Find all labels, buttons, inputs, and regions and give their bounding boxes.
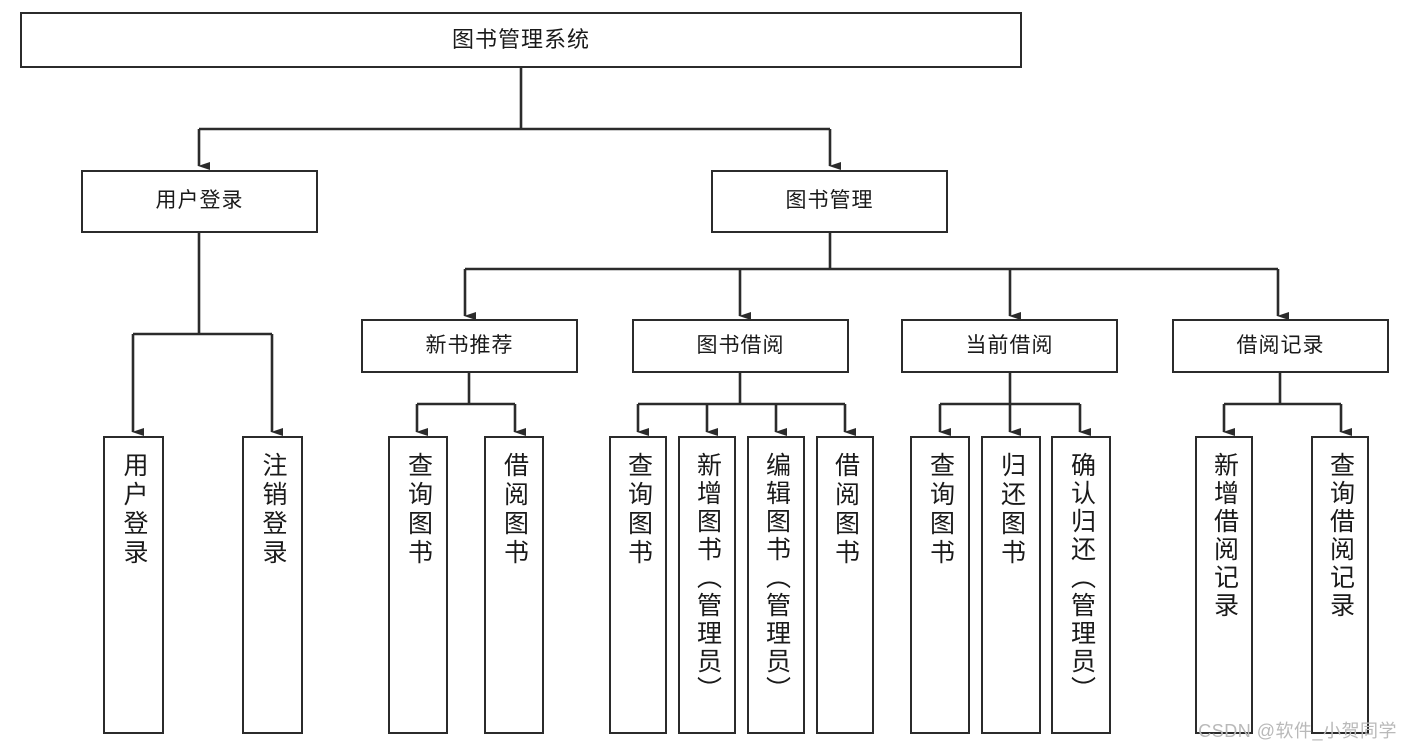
node-leaf-add-book-label: 新增图书（管理员） bbox=[693, 452, 722, 704]
node-leaf-query-record[interactable]: 查询借阅记录 bbox=[1311, 436, 1369, 734]
node-leaf-user-login[interactable]: 用户登录 bbox=[103, 436, 164, 734]
node-leaf-confirm-return-label: 确认归还（管理员） bbox=[1067, 452, 1096, 704]
node-leaf-return-book-label: 归还图书 bbox=[997, 452, 1026, 568]
node-book-borrow-label: 图书借阅 bbox=[696, 333, 785, 357]
node-leaf-query-record-label: 查询借阅记录 bbox=[1326, 452, 1355, 620]
node-leaf-add-book[interactable]: 新增图书（管理员） bbox=[678, 436, 736, 734]
node-book-manage-label: 图书管理 bbox=[785, 189, 874, 213]
node-leaf-add-record[interactable]: 新增借阅记录 bbox=[1195, 436, 1253, 734]
node-leaf-query-book-3[interactable]: 查询图书 bbox=[910, 436, 970, 734]
node-leaf-borrow-book-2[interactable]: 借阅图书 bbox=[816, 436, 874, 734]
node-new-book-recommend-label: 新书推荐 bbox=[425, 333, 514, 357]
node-root-label: 图书管理系统 bbox=[451, 27, 590, 53]
node-current-borrow[interactable]: 当前借阅 bbox=[901, 319, 1118, 373]
node-new-book-recommend[interactable]: 新书推荐 bbox=[361, 319, 578, 373]
node-borrow-record[interactable]: 借阅记录 bbox=[1172, 319, 1389, 373]
node-leaf-borrow-book-1-label: 借阅图书 bbox=[500, 452, 529, 568]
node-leaf-edit-book-label: 编辑图书（管理员） bbox=[762, 452, 791, 704]
node-leaf-query-book-2-label: 查询图书 bbox=[624, 452, 653, 568]
node-leaf-return-book[interactable]: 归还图书 bbox=[981, 436, 1041, 734]
node-book-borrow[interactable]: 图书借阅 bbox=[632, 319, 849, 373]
node-leaf-query-book-1[interactable]: 查询图书 bbox=[388, 436, 448, 734]
node-leaf-add-record-label: 新增借阅记录 bbox=[1210, 452, 1239, 620]
node-leaf-logout-login-label: 注销登录 bbox=[259, 452, 287, 568]
node-leaf-user-login-label: 用户登录 bbox=[120, 452, 148, 568]
csdn-watermark: CSDN @软件_小贺同学 bbox=[1198, 721, 1397, 741]
node-leaf-logout-login[interactable]: 注销登录 bbox=[242, 436, 303, 734]
node-leaf-edit-book[interactable]: 编辑图书（管理员） bbox=[747, 436, 805, 734]
node-leaf-query-book-2[interactable]: 查询图书 bbox=[609, 436, 667, 734]
node-user-login[interactable]: 用户登录 bbox=[81, 170, 318, 233]
node-root[interactable]: 图书管理系统 bbox=[20, 12, 1022, 68]
node-leaf-query-book-1-label: 查询图书 bbox=[404, 452, 433, 568]
node-leaf-confirm-return[interactable]: 确认归还（管理员） bbox=[1051, 436, 1111, 734]
node-leaf-borrow-book-1[interactable]: 借阅图书 bbox=[484, 436, 544, 734]
node-book-manage[interactable]: 图书管理 bbox=[711, 170, 948, 233]
node-user-login-label: 用户登录 bbox=[155, 189, 244, 213]
node-borrow-record-label: 借阅记录 bbox=[1236, 333, 1325, 357]
node-leaf-borrow-book-2-label: 借阅图书 bbox=[831, 452, 860, 568]
node-current-borrow-label: 当前借阅 bbox=[965, 333, 1054, 357]
node-leaf-query-book-3-label: 查询图书 bbox=[926, 452, 955, 568]
